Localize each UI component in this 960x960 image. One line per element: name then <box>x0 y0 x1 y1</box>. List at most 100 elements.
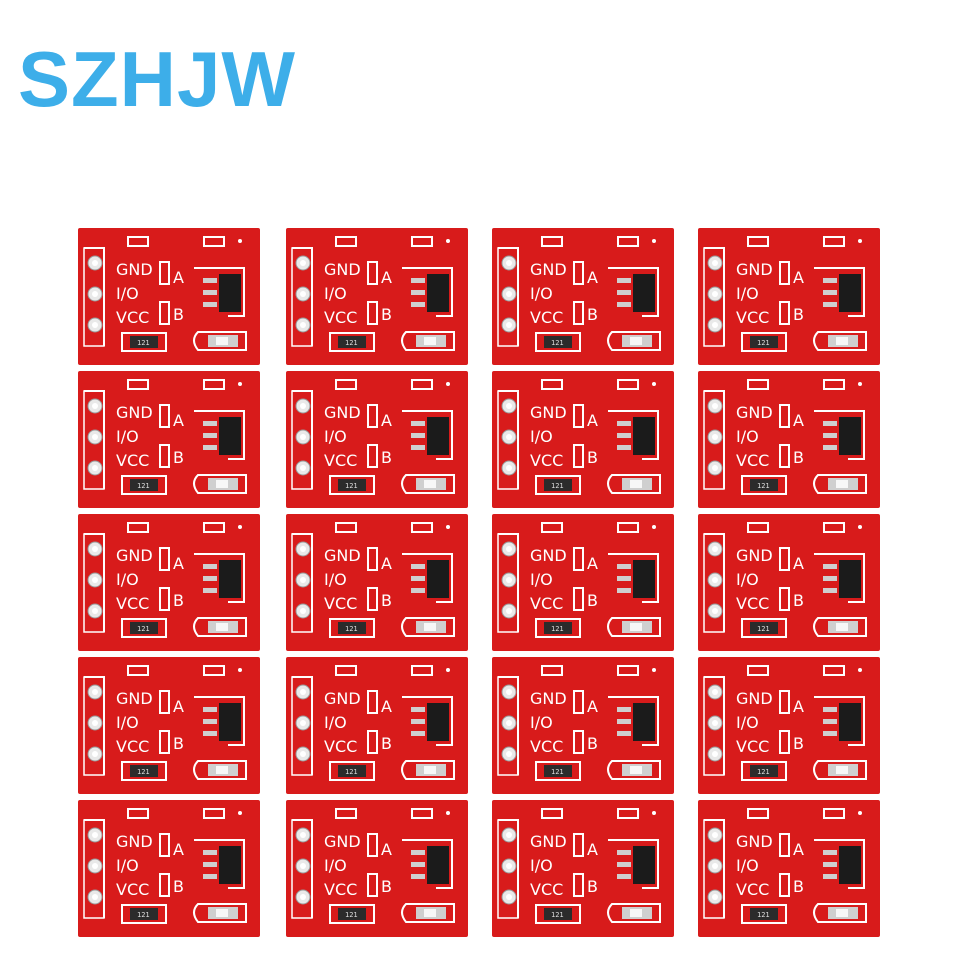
pcb-substrate <box>698 228 880 365</box>
top-pad-right <box>823 379 845 390</box>
led-outline <box>401 331 455 351</box>
resistor-outline <box>329 761 375 781</box>
resistor-body <box>338 765 366 777</box>
pcb-substrate <box>78 514 260 651</box>
ic-pin <box>411 707 425 712</box>
ic-pin <box>823 588 837 593</box>
jumper-label-b: B <box>173 448 184 467</box>
via <box>238 525 242 529</box>
led-outline <box>813 331 867 351</box>
jumper-pad-a <box>159 261 170 285</box>
board-r2-c4: GND I/O VCC A B 121 <box>698 371 880 508</box>
pin-label-io: I/O <box>736 284 759 303</box>
led-outline <box>401 617 455 637</box>
pin-label-vcc: VCC <box>530 451 563 470</box>
top-pad-left <box>541 236 563 247</box>
ic-chip <box>633 703 655 741</box>
pin-hole-center <box>300 546 306 552</box>
pin-label-io: I/O <box>530 427 553 446</box>
top-pad-left <box>747 379 769 390</box>
jumper-label-a: A <box>793 268 804 287</box>
pin-hole-center <box>712 465 718 471</box>
led-lens <box>630 766 642 774</box>
resistor-body <box>544 908 572 920</box>
jumper-label-a: A <box>173 554 184 573</box>
jumper-label-a: A <box>587 840 598 859</box>
jumper-label-a: A <box>381 697 392 716</box>
resistor-body <box>750 908 778 920</box>
pin-hole-center <box>92 751 98 757</box>
jumper-label-a: A <box>793 697 804 716</box>
pin-hole-center <box>506 720 512 726</box>
top-pad-right <box>617 808 639 819</box>
jumper-label-b: B <box>793 734 804 753</box>
board-r1-c3: GND I/O VCC A B 121 <box>492 228 674 365</box>
jumper-label-a: A <box>587 411 598 430</box>
ic-chip <box>219 274 241 312</box>
pin-hole-center <box>712 863 718 869</box>
top-pad-right <box>411 522 433 533</box>
ic-pin <box>203 278 217 283</box>
pin-label-gnd: GND <box>530 689 567 708</box>
ic-chip <box>427 417 449 455</box>
pin-label-gnd: GND <box>116 403 153 422</box>
led-outline <box>193 760 247 780</box>
ic-pin <box>203 850 217 855</box>
ic-outline <box>814 839 865 889</box>
board-r3-c1: GND I/O VCC A B 121 <box>78 514 260 651</box>
touch-sensor-board: GND I/O VCC A B 121 <box>78 371 260 508</box>
pin-hole-center <box>712 832 718 838</box>
pin-label-gnd: GND <box>530 546 567 565</box>
pin-hole-center <box>506 577 512 583</box>
pcb-substrate <box>492 514 674 651</box>
ic-chip <box>839 417 861 455</box>
brand-logo: SZHJW <box>18 35 296 123</box>
pcb-substrate <box>78 228 260 365</box>
ic-pin <box>617 278 631 283</box>
touch-sensor-board: GND I/O VCC A B 121 <box>286 371 468 508</box>
pin-label-gnd: GND <box>736 260 773 279</box>
jumper-label-a: A <box>381 268 392 287</box>
led-lens <box>630 337 642 345</box>
top-pad-left <box>747 665 769 676</box>
pcb-substrate <box>286 657 468 794</box>
header-box <box>83 390 105 490</box>
header-box <box>291 390 313 490</box>
touch-sensor-board: GND I/O VCC A B 121 <box>698 228 880 365</box>
ic-pin <box>823 445 837 450</box>
resistor-body <box>130 622 158 634</box>
ic-chip <box>219 417 241 455</box>
pin-label-gnd: GND <box>736 546 773 565</box>
resistor-outline <box>741 904 787 924</box>
pin-label-io: I/O <box>736 856 759 875</box>
resistor-code: 121 <box>137 625 150 633</box>
board-r2-c1: GND I/O VCC A B 121 <box>78 371 260 508</box>
via <box>858 382 862 386</box>
jumper-label-b: B <box>587 591 598 610</box>
resistor-body <box>130 479 158 491</box>
resistor-body <box>544 479 572 491</box>
pin-hole-center <box>506 894 512 900</box>
pcb-substrate <box>492 800 674 937</box>
jumper-label-a: A <box>381 840 392 859</box>
ic-pin <box>823 707 837 712</box>
resistor-code: 121 <box>551 482 564 490</box>
top-pad-right <box>203 808 225 819</box>
jumper-label-b: B <box>793 305 804 324</box>
ic-pin <box>411 731 425 736</box>
jumper-pad-b <box>573 301 584 325</box>
ic-outline <box>608 267 659 317</box>
pin-hole-center <box>300 689 306 695</box>
resistor-outline <box>121 475 167 495</box>
jumper-pad-a <box>573 833 584 857</box>
ic-pin <box>823 731 837 736</box>
pcb-substrate <box>78 657 260 794</box>
led-outline <box>401 903 455 923</box>
via <box>238 668 242 672</box>
jumper-pad-a <box>573 690 584 714</box>
pcb-substrate <box>286 800 468 937</box>
header-box <box>83 819 105 919</box>
resistor-code: 121 <box>757 911 770 919</box>
resistor-outline <box>741 475 787 495</box>
pin-label-vcc: VCC <box>736 880 769 899</box>
